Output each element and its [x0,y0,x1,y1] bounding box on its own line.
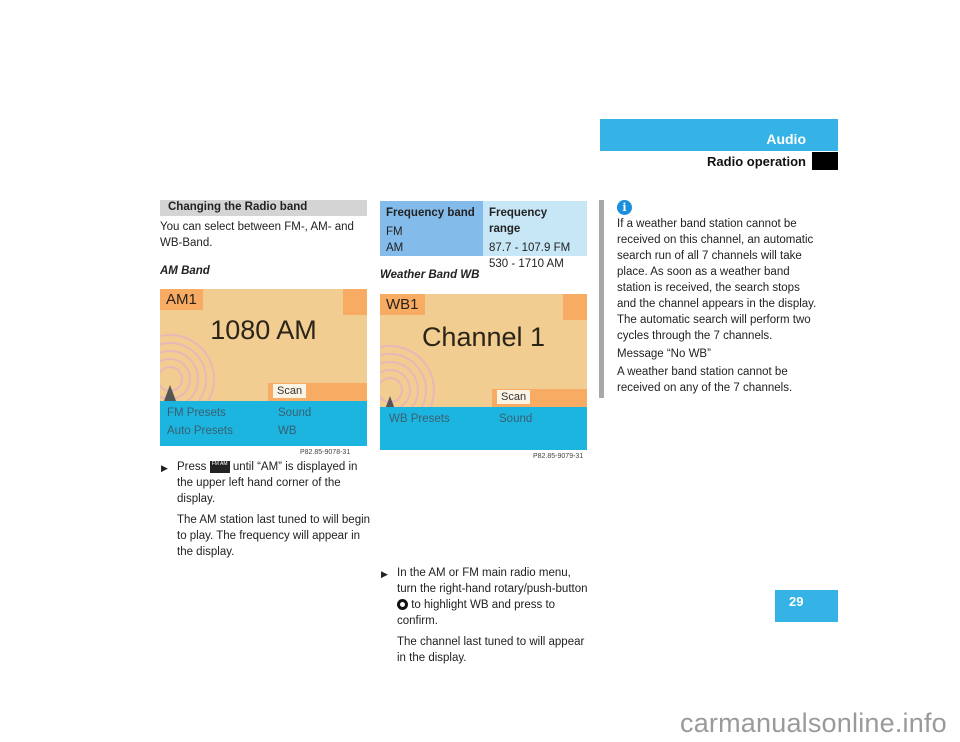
softkey-wb: WB [278,425,297,437]
note-text: The channel last tuned to will appear in… [397,636,585,664]
page-number: 29 [775,590,838,622]
bullet-icon: ▶ [381,569,388,579]
am-display-image: AM1 1080 AM Scan FM Presets Sound Auto P… [160,289,367,446]
am-band-heading: AM Band [160,265,210,277]
table-header: Frequency range [489,207,548,235]
scan-button: Scan [273,384,307,398]
intro-text: You can select between FM-, AM- and WB-B… [160,221,354,249]
rotary-knob-icon [397,599,408,611]
softkey-fm-presets: FM Presets [167,407,226,419]
step-text-start: Press [177,461,207,473]
info-text: If a weather band station cannot be rece… [617,218,817,342]
bullet-icon: ▶ [161,463,168,473]
watermark: carmanualsonline.info [680,708,947,738]
table-cell: AM [386,242,404,254]
table-cell: 530 - 1710 AM [489,258,564,270]
frequency-display: 1080 AM [210,315,317,345]
note-text: The AM station last tuned to will begin … [177,514,371,558]
image-caption: P82.85-9078-31 [300,449,351,456]
weather-band-heading: Weather Band WB [380,269,480,281]
table-cell: FM [386,226,403,238]
softkey-sound: Sound [499,413,533,425]
fm-am-key-icon: FM AM [209,460,230,473]
signal-icon [563,294,587,320]
table-header: Frequency band [386,207,475,219]
softkey-bar: WB Presets Sound [380,407,587,450]
softkey-wb-presets: WB Presets [389,413,450,425]
info-box: i If a weather band station cannot be re… [599,200,821,398]
am-step-block: ▶ Press FM AM until “AM” is displayed in… [161,459,372,560]
softkey-bar: FM Presets Sound Auto Presets WB [160,401,367,446]
scan-button: Scan [497,390,531,404]
section-header: Audio [600,119,838,151]
softkey-auto-presets: Auto Presets [167,425,233,437]
info-icon: i [617,200,632,215]
step-text-end: to highlight WB and press to confirm. [397,599,556,627]
image-caption: P82.85-9079-31 [533,453,584,460]
step-text: In the AM or FM main radio menu, turn th… [397,565,592,629]
step-text-end: until “AM” is displayed in the upper lef… [177,461,358,505]
band-label: WB1 [380,294,425,315]
wb-display-image: WB1 Channel 1 Scan WB Presets Sound [380,294,587,450]
step-text-start: In the AM or FM main radio menu, turn th… [397,567,588,595]
section-title: Audio [766,131,806,147]
table-cell: 87.7 - 107.9 FM [489,242,571,254]
softkey-sound: Sound [278,407,312,419]
signal-icon [343,289,367,315]
message-text: A weather band station cannot be receive… [617,366,793,394]
step-text: Press FM AM until “AM” is displayed in t… [177,459,372,507]
band-label: AM1 [160,289,203,310]
channel-display: Channel 1 [421,322,546,352]
message-label: Message “No WB” [617,348,711,360]
section-heading: Changing the Radio band [160,200,367,216]
subsection-title: Radio operation [707,154,806,169]
wb-step-block: ▶ In the AM or FM main radio menu, turn … [381,565,592,666]
header-marker [812,152,838,170]
